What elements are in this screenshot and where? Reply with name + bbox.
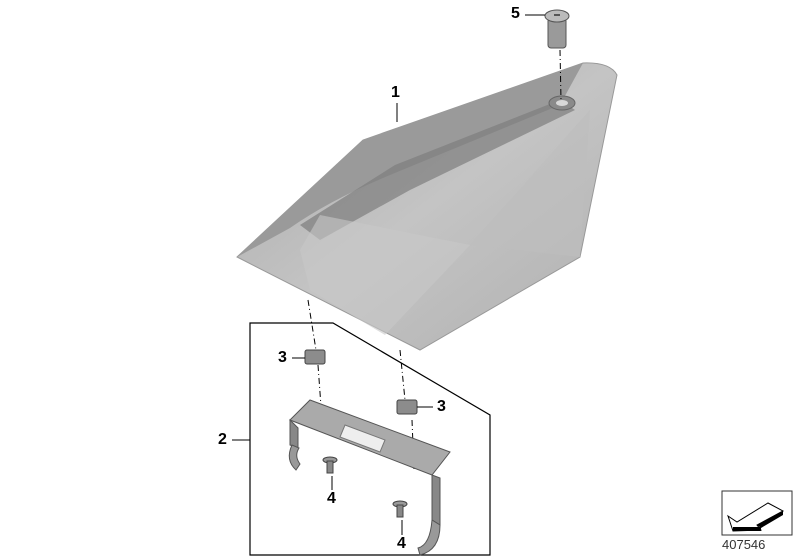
diagram-code: 407546 xyxy=(722,537,766,552)
orientation-arrow-icon xyxy=(721,490,793,536)
callout-1: 1 xyxy=(391,84,400,101)
callout-2: 2 xyxy=(218,431,227,448)
clip-nut-part xyxy=(304,349,418,415)
lock-cylinder-part xyxy=(544,9,570,49)
callout-4: 4 xyxy=(327,490,336,507)
screw-part xyxy=(322,456,408,518)
bracket-part xyxy=(288,399,451,556)
callout-3: 3 xyxy=(437,398,446,415)
callout-5: 5 xyxy=(511,5,520,22)
callout-3: 3 xyxy=(278,349,287,366)
seat-cover-part xyxy=(236,62,618,351)
assembly-frame xyxy=(249,322,491,556)
callout-4: 4 xyxy=(397,535,406,552)
leader-lines xyxy=(232,14,545,535)
